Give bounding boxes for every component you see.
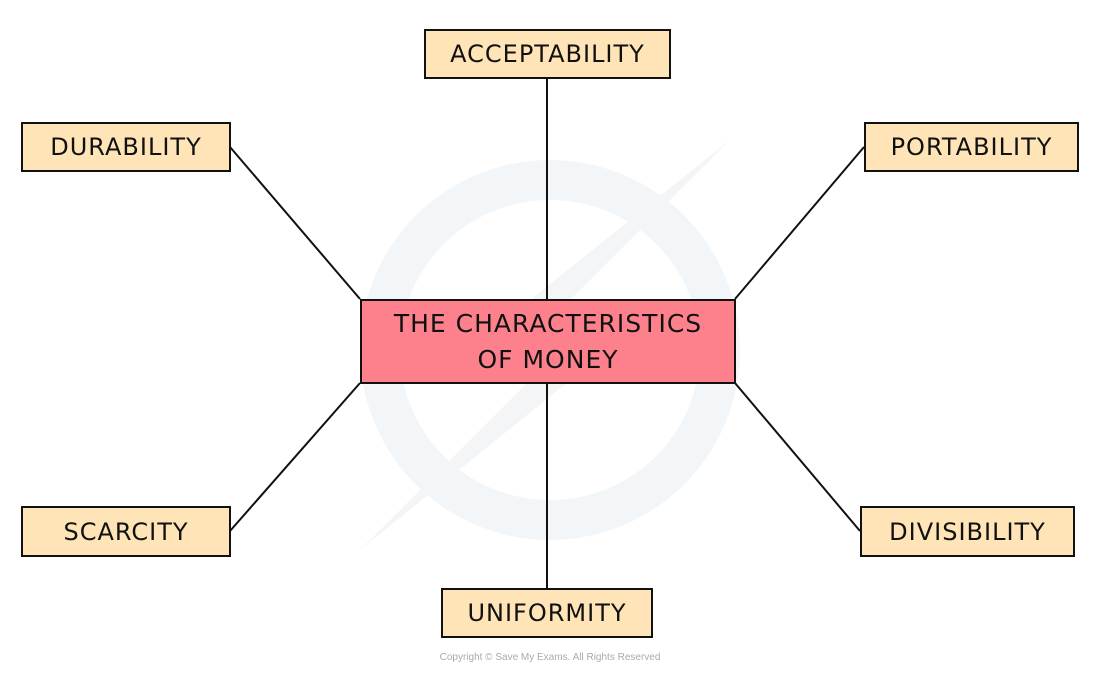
line-divisibility (734, 382, 861, 532)
node-uniformity: UNIFORMITY (441, 588, 653, 638)
center-line-1: THE CHARACTERISTICS (393, 308, 703, 338)
line-scarcity (229, 382, 361, 532)
center-node: THE CHARACTERISTICS OF MONEY (360, 299, 736, 384)
node-divisibility: DIVISIBILITY (860, 506, 1075, 557)
node-durability: DURABILITY (21, 122, 231, 172)
line-durability (229, 146, 361, 300)
copyright-text: Copyright © Save My Exams. All Rights Re… (439, 652, 661, 663)
node-acceptability: ACCEPTABILITY (424, 29, 671, 79)
node-scarcity: SCARCITY (21, 506, 231, 557)
center-line-2: OF MONEY (477, 344, 619, 374)
line-portability (734, 146, 865, 300)
node-portability: PORTABILITY (864, 122, 1079, 172)
